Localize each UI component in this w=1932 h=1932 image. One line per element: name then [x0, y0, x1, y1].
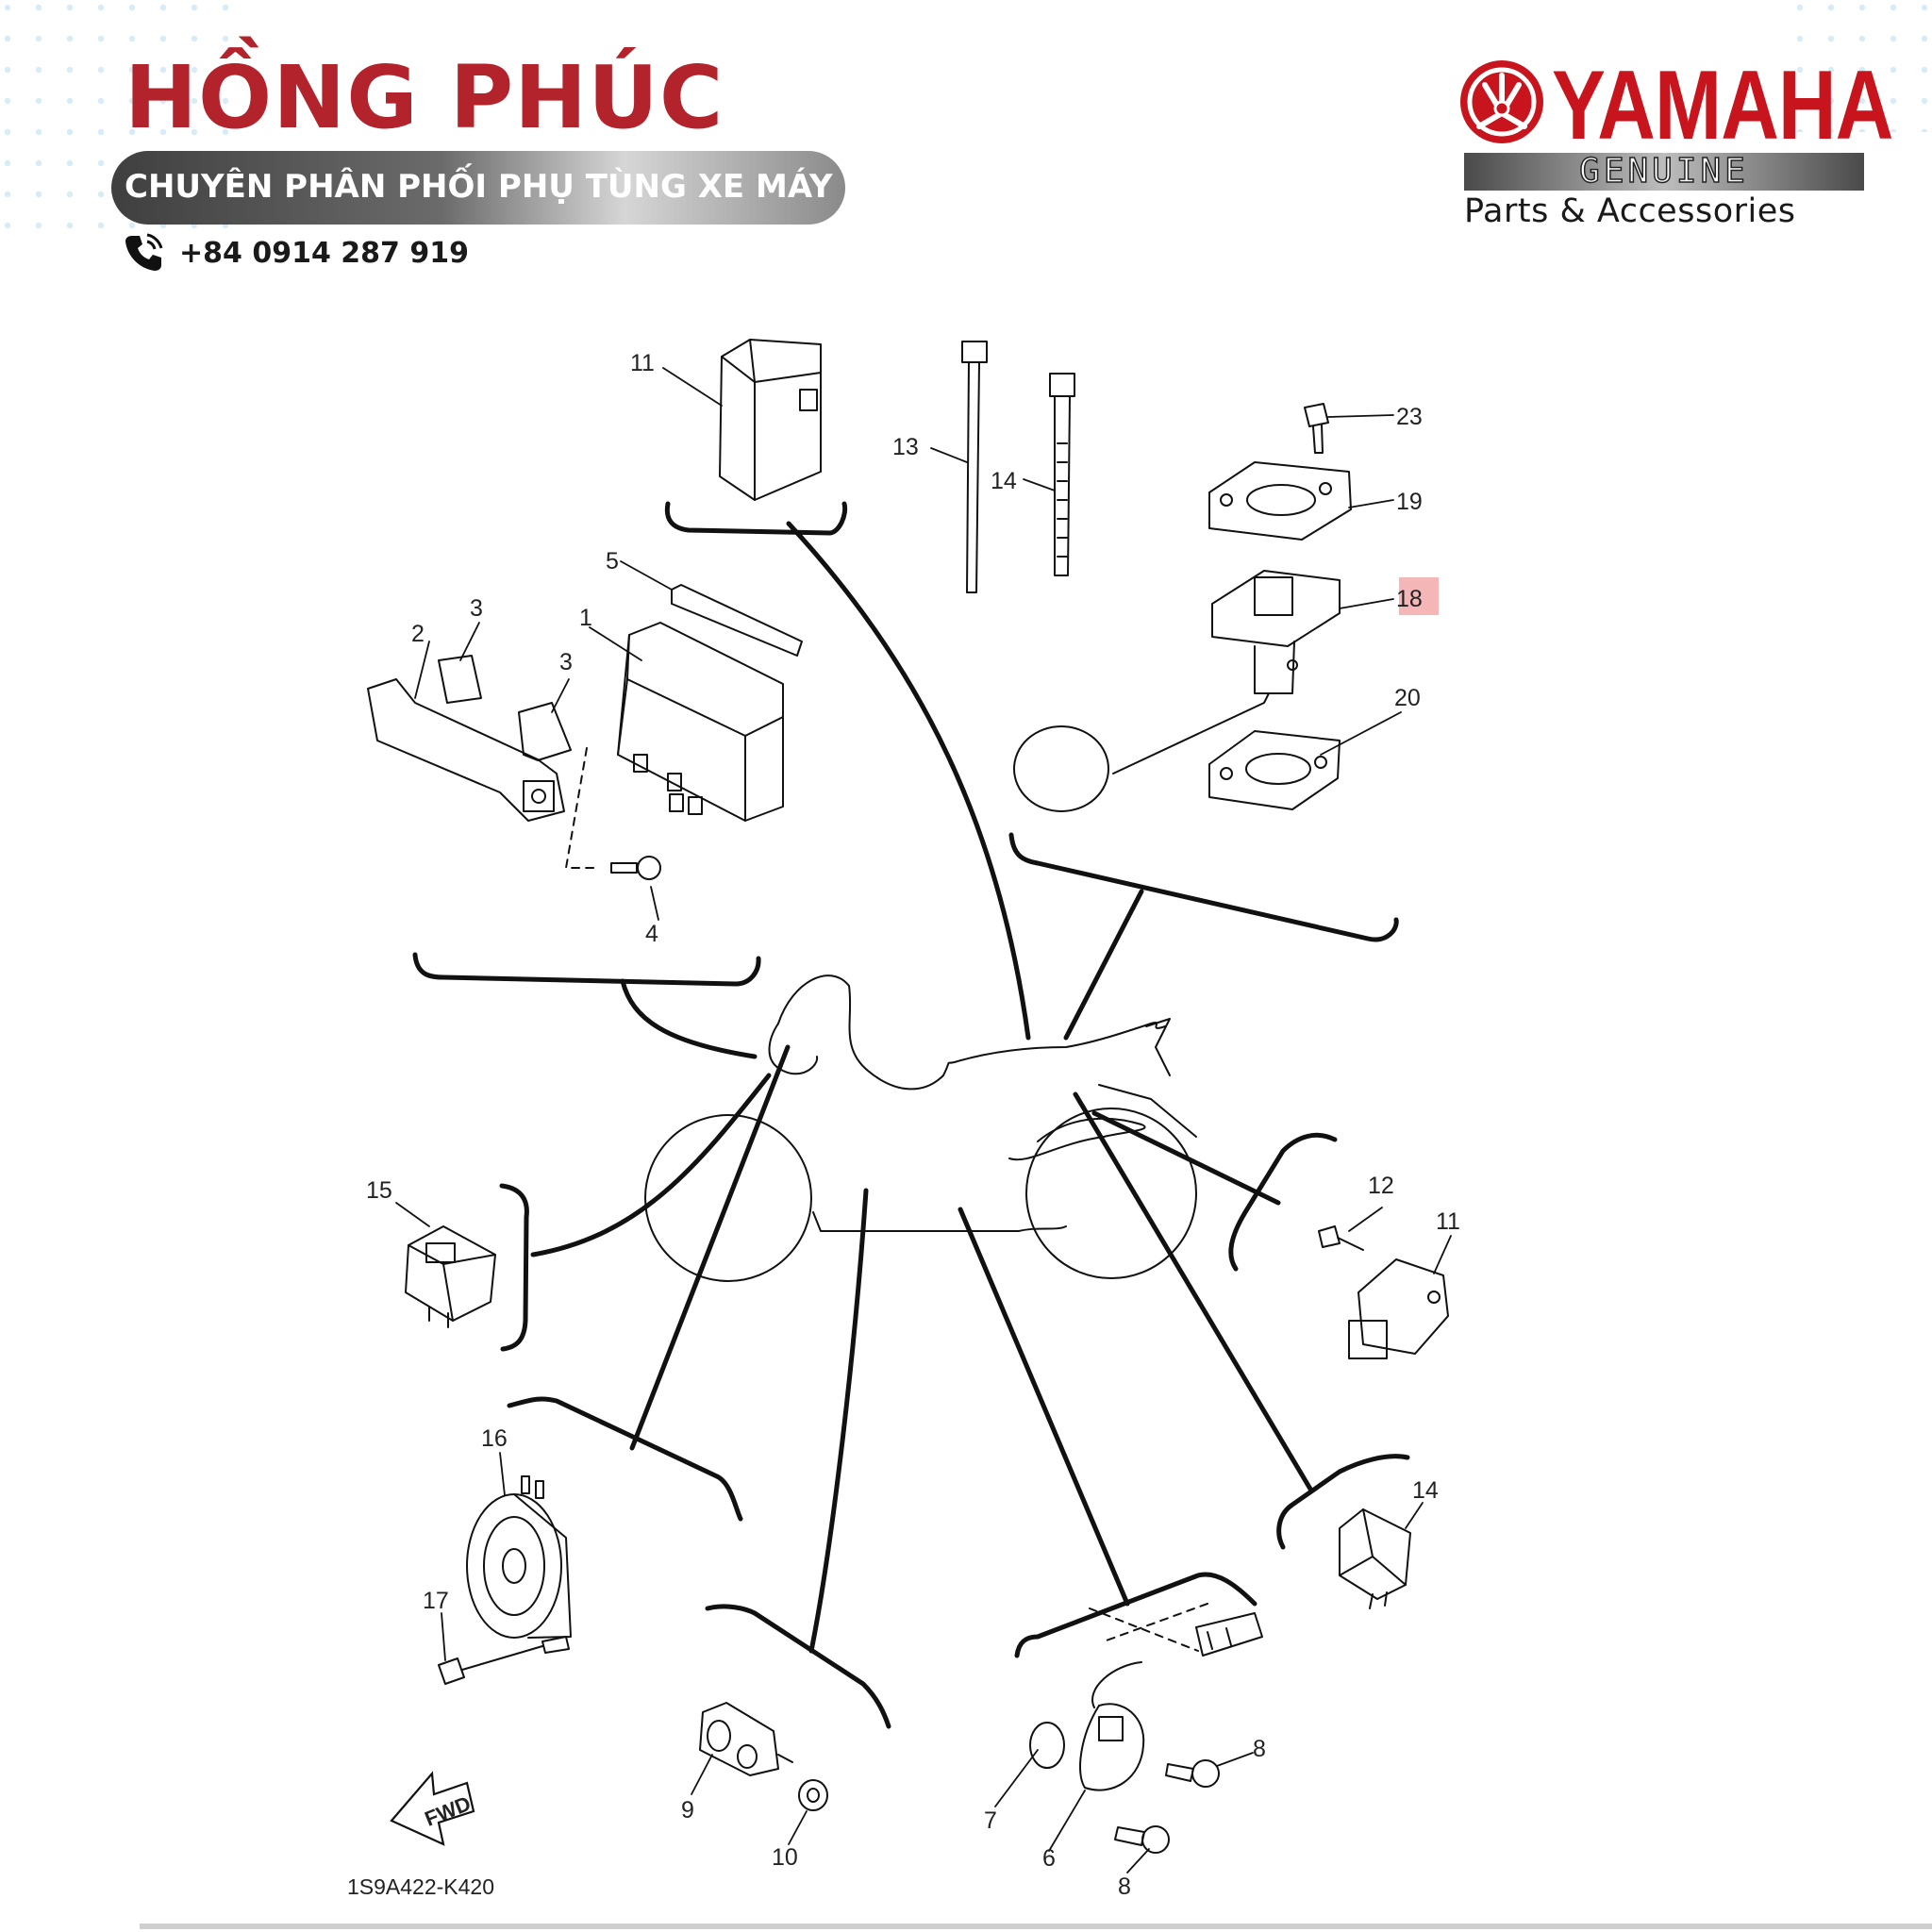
part-1-ecu [617, 622, 784, 822]
callout-9: 9 [681, 1797, 694, 1824]
part-22-gasket [1208, 730, 1341, 810]
part-14-relay [1339, 1508, 1411, 1609]
genuine-bar: GENUINE [1464, 153, 1864, 191]
brand-title: HỒNG PHÚC [125, 47, 724, 148]
parts-accessories-text: Parts & Accessories [1464, 192, 1796, 230]
callout-22: 20 [1394, 685, 1421, 711]
callout-5: 5 [606, 548, 619, 575]
leader-lines [530, 521, 1314, 1654]
genuine-text: GENUINE [1578, 152, 1749, 191]
callout-3-b: 3 [559, 649, 573, 675]
part-17-relay [405, 1225, 496, 1328]
part-3-rubber-b [518, 702, 572, 761]
callout-2: 2 [411, 621, 425, 647]
callout-23: 23 [1396, 404, 1423, 430]
callout-leaders [395, 367, 1452, 1874]
part-12-bolt [1318, 1225, 1364, 1251]
callout-1: 1 [579, 605, 592, 631]
part-16-cable-tie [1049, 373, 1075, 576]
fwd-arrow-icon: FWD [390, 1771, 475, 1846]
diagram-code: 1S9A422-K420 [347, 1874, 494, 1899]
phone-row[interactable]: +84 0914 287 919 [121, 230, 469, 275]
part-9-switch [699, 1702, 793, 1776]
tuning-fork-emblem-icon [1460, 60, 1543, 143]
callout-8-b: 8 [1118, 1874, 1131, 1900]
part-15-cable-tie [961, 341, 988, 593]
part-4-screw [610, 856, 661, 880]
callout-3-a: 3 [470, 595, 483, 622]
callout-20: 18 [1396, 586, 1423, 612]
part-11-sensor [1348, 1258, 1449, 1359]
callout-7: 7 [984, 1807, 997, 1834]
part-2-bracket [367, 678, 565, 822]
tagline-pill [111, 151, 845, 225]
part-8-screw-upper [1165, 1759, 1220, 1788]
part-3-rubber-a [438, 655, 482, 704]
callout-15: 13 [892, 434, 919, 460]
decorative-dots-right [1792, 0, 1932, 132]
callout-13: 11 [630, 350, 655, 376]
callout-10: 10 [772, 1844, 798, 1871]
part-20-fuel-sender [1013, 570, 1341, 812]
part-6-sensor [1079, 1612, 1263, 1791]
callout-11: 11 [1436, 1208, 1460, 1235]
callout-16: 14 [991, 468, 1017, 494]
callout-14: 14 [1412, 1477, 1439, 1504]
callout-6: 6 [1042, 1845, 1056, 1872]
group-brackets [412, 501, 1410, 1729]
phone-number: +84 0914 287 919 [179, 236, 469, 270]
phone-icon [125, 233, 163, 271]
callout-labels: 11 13 14 23 19 18 20 5 1 3 2 3 4 15 12 1… [347, 350, 1460, 1900]
part-13-control-box [719, 339, 822, 501]
callout-18: 16 [481, 1425, 508, 1452]
highlight-part-20 [1399, 577, 1439, 615]
part-7-o-ring [1029, 1722, 1065, 1769]
callout-17: 15 [366, 1177, 392, 1204]
part-21-gasket [1208, 461, 1352, 541]
callout-21: 19 [1396, 489, 1423, 515]
dashed-connectors [565, 747, 1208, 1652]
callout-19: 17 [423, 1588, 449, 1614]
yamaha-wordmark: YAMAHA [1552, 51, 1893, 160]
callout-8-a: 8 [1253, 1736, 1266, 1762]
part-5-pad [671, 584, 803, 657]
part-10-washer [798, 1779, 828, 1811]
callout-4: 4 [645, 921, 658, 947]
tagline-text: CHUYÊN PHÂN PHỐI PHỤ TÙNG XE MÁY [125, 168, 833, 206]
part-8-screw-lower [1114, 1825, 1170, 1854]
callout-12: 12 [1368, 1173, 1394, 1199]
part-23-bolt [1304, 403, 1329, 454]
motorcycle-outline [644, 974, 1197, 1282]
part-19-bolt [438, 1645, 543, 1685]
part-18-horn [466, 1475, 572, 1654]
